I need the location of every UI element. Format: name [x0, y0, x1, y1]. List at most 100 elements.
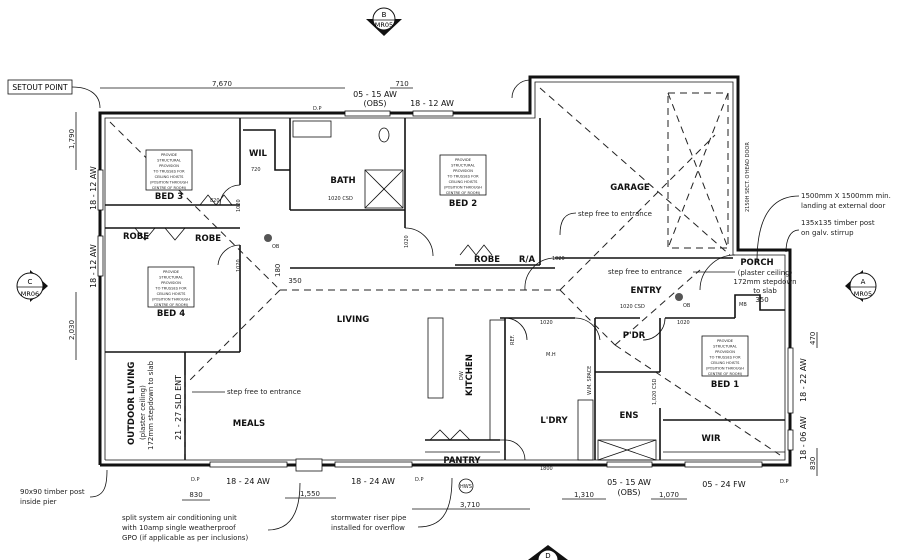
dimension-label: 180	[274, 264, 282, 277]
section-marker-d[interactable]: D	[528, 545, 568, 560]
garage-door-label: 2150H SECT. O'HEAD DOOR	[745, 142, 751, 212]
note-step-free-meals: step free to entrance	[227, 388, 301, 396]
room-living: LIVING	[337, 315, 369, 325]
door-label: 1800	[540, 466, 553, 472]
room-meals: MEALS	[233, 419, 265, 429]
dimension-label: 710	[395, 80, 408, 88]
ref-label: REF.	[510, 334, 516, 345]
window-label: 05 - 15 AW	[607, 478, 651, 487]
section-ref: MR05	[854, 290, 872, 298]
window-label: 05 - 15 AW	[353, 90, 397, 99]
ob-icon	[264, 234, 272, 242]
hws-label: HWS	[460, 484, 472, 490]
window-label: 18 - 12 AW	[410, 99, 454, 108]
dimension-label: 1,070	[659, 491, 679, 499]
ob-label: OB	[683, 303, 691, 309]
section-ref: MR05	[375, 21, 393, 29]
door-label: 1020	[552, 256, 565, 262]
room-ra: R/A	[519, 255, 536, 265]
ob-label: OB	[272, 244, 280, 250]
note-outdoor-ceiling: (plaster ceiling)172mm stepdown to slab	[139, 360, 155, 450]
dimension-label: 2,030	[68, 320, 76, 340]
window-label: 18 - 22 AW	[799, 358, 808, 402]
door-label: 1020 CSD	[328, 196, 353, 202]
window-label: 05 - 24 FW	[702, 480, 745, 489]
room-ens: ENS	[619, 411, 638, 421]
room-kitchen: KITCHEN	[465, 354, 475, 396]
door-label: 1020	[236, 259, 242, 272]
dimension-label: 3,710	[460, 501, 480, 509]
dimension-label: 1,310	[574, 491, 594, 499]
room-entry: ENTRY	[631, 286, 663, 296]
dimension-label: 350	[288, 277, 301, 285]
section-letter: B	[382, 11, 387, 19]
dimension-label: 830	[809, 457, 817, 470]
dimension-label: 7,670	[212, 80, 232, 88]
room-robe-1: ROBE	[123, 232, 149, 242]
door-label: 1020	[677, 320, 690, 326]
door-label: 1020	[236, 199, 242, 212]
mh-label: M.H	[546, 352, 556, 358]
room-pantry: PANTRY	[443, 456, 481, 466]
window-label: 18 - 06 AW	[799, 416, 808, 460]
room-garage: GARAGE	[610, 183, 650, 193]
section-marker-b[interactable]: B MR05	[366, 7, 402, 36]
section-letter: A	[861, 278, 866, 286]
setout-leader	[71, 86, 101, 109]
room-porch: PORCH	[740, 258, 773, 268]
door-label: 1020	[540, 320, 553, 326]
dimension-label: 830	[189, 491, 202, 499]
external-walls	[98, 75, 792, 467]
section-letter: D	[545, 552, 550, 560]
door-label: 1020	[404, 235, 410, 248]
dimension-lines	[75, 87, 818, 510]
downpipe-label: D.P	[780, 479, 788, 485]
window-label: 21 - 27 SLD ENT	[174, 375, 183, 440]
aircon-unit	[295, 458, 323, 472]
door-label: 820	[210, 198, 220, 204]
downpipe-label: D.P	[191, 477, 199, 483]
room-outdoor-living: OUTDOOR LIVING	[127, 362, 137, 445]
window-label: 18 - 12 AW	[89, 244, 98, 288]
room-robe-3: ROBE	[474, 255, 500, 265]
kitchen-bench	[489, 319, 506, 441]
dimension-label: 1,550	[300, 490, 320, 498]
room-bed3: BED 3	[155, 192, 183, 202]
section-marker-a[interactable]: A MR05	[845, 270, 877, 302]
note-step-free-garage: step free to entrance	[578, 210, 652, 218]
door-label: 1,020 CSD	[652, 378, 658, 405]
dw-label: DW	[459, 371, 465, 380]
window-label: 18 - 24 AW	[351, 477, 395, 486]
room-bath: BATH	[330, 176, 355, 186]
ceiling-lines	[109, 87, 781, 460]
downpipe-label: D.P	[415, 477, 423, 483]
note-step-free-entry: step free to entrance	[608, 268, 682, 276]
setout-point-label: SETOUT POINT	[12, 83, 68, 92]
room-wil: WIL	[249, 149, 268, 159]
section-marker-c[interactable]: C MR06	[16, 270, 48, 302]
mb-label: MB	[739, 302, 747, 308]
fixtures	[264, 120, 683, 494]
internal-walls	[105, 118, 785, 460]
room-bed1: BED 1	[711, 380, 739, 390]
kitchen-island	[427, 317, 444, 399]
windows	[97, 110, 794, 472]
window-label: 18 - 12 AW	[89, 166, 98, 210]
doors	[134, 79, 736, 461]
room-pdr: P'DR	[623, 331, 646, 341]
window-label: (OBS)	[618, 488, 641, 497]
section-ref: MR06	[21, 290, 39, 298]
ob-icon	[675, 293, 683, 301]
room-wir: WIR	[701, 434, 721, 444]
window-label: (OBS)	[364, 99, 387, 108]
room-bed4: BED 4	[157, 309, 185, 319]
